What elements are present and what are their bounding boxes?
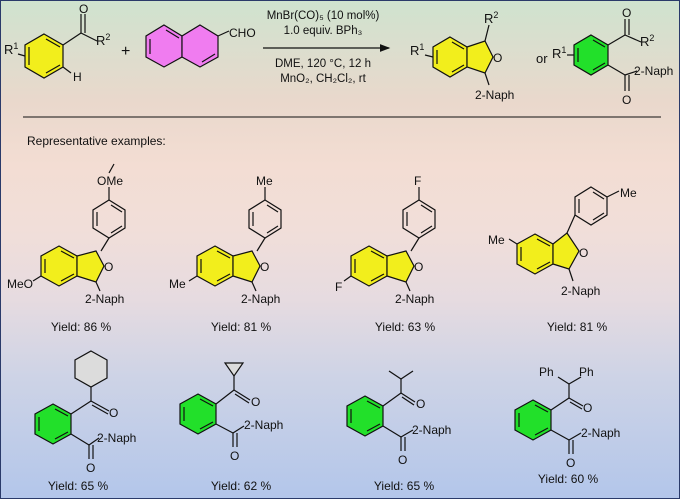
naph-label: 2-Naph [97,431,136,445]
phenyl-left: Ph [539,365,554,379]
benzene-ring [34,403,72,445]
section-title: Representative examples: [27,134,166,148]
phenyl-right: Ph [579,365,594,379]
carbonyl-o-top: O [251,395,260,409]
furan-ring [76,250,105,283]
product1-o: O [493,51,502,65]
cyclopropyl-ring [223,362,245,378]
benzene-ring [346,395,384,437]
product1-r1: R1 [410,42,424,58]
substituent-f: F [414,174,421,188]
benzo-ring [516,233,554,275]
reactant1-r1: R1 [4,41,18,57]
yield-label: Yield: 63 % [375,320,436,334]
reactant-aryl-ketone: O H R1 R2 [4,2,110,84]
condition-catalyst: MnBr(CO)₅ (10 mol%) [267,10,380,22]
example-2-1: O O 2-Naph Yield: 65 % [34,350,136,493]
yield-label: Yield: 65 % [48,479,109,493]
product2-o-bottom: O [622,93,631,107]
product2-o-top: O [622,6,631,20]
naph-label: 2-Naph [561,284,600,298]
yield-label: Yield: 65 % [374,479,435,493]
ring-substituent: F [335,280,342,294]
carbonyl-o-bottom: O [230,449,239,463]
m-tolyl-ring [574,186,608,226]
furan-o: O [260,260,269,274]
benzo-ring [350,245,388,287]
condition-oxidation: MnO₂, CH₂Cl₂, rt [280,73,366,85]
substituent-me: Me [256,174,273,188]
benzene-ring [24,33,64,79]
example-1-4: Me Me O 2-Naph Yield: 81 % [488,186,637,334]
carbonyl-o-top: O [416,397,425,411]
carbonyl-o-bottom: O [566,456,575,470]
product2-naph: 2-Naph [634,64,673,78]
carbonyl-o-top: O [583,401,592,415]
tolyl-ring [248,199,282,239]
naph-label: 2-Naph [85,292,124,306]
furan-o: O [104,260,113,274]
fluorophenyl-ring [402,199,436,239]
plus-sign: + [121,43,130,60]
product2-r2: R2 [640,33,654,49]
yield-label: Yield: 86 % [51,320,112,334]
yield-label: Yield: 62 % [211,479,272,493]
aldehyde-cho: CHO [229,26,256,40]
benzene-ring [514,399,552,441]
reactant1-o: O [79,2,88,16]
reaction-conditions: MnBr(CO)₅ (10 mol%) 1.0 equiv. BPh₃ DME,… [263,10,391,85]
benzo-ring [196,245,234,287]
furan-ring [386,250,415,283]
product-isobenzofuran: R1 R2 O 2-Naph [410,10,514,102]
product1-r2: R2 [484,10,498,26]
substituent-ome: OMe [97,174,123,188]
ring-substituent: Me [169,277,186,291]
example-2-2: O O 2-Naph Yield: 62 % [179,362,283,493]
naphthalene-ring-right [181,24,219,68]
reactant-naphthaldehyde: CHO [145,24,256,68]
substituent-me: Me [620,186,637,200]
carbonyl-o-bottom: O [86,461,95,475]
example-1-2: Me Me O 2-Naph Yield: 81 % [169,174,282,334]
ring-substituent: Me [488,233,505,247]
carbonyl-o-top: O [109,406,118,420]
ring-substituent: MeO [7,277,33,291]
or-text: or [536,51,548,66]
reactant1-h: H [73,70,82,84]
furan-o: O [579,246,588,260]
furan-ring [466,40,494,74]
naphthalene-ring-left [145,24,183,68]
benzo-ring [40,245,78,287]
condition-solvent-temp: DME, 120 °C, 12 h [275,58,371,70]
cyclohexyl-ring [74,350,108,388]
example-1-1: OMe MeO O 2-Naph Yield: 86 % [7,163,126,334]
naph-label: 2-Naph [581,426,620,440]
carbonyl-o-bottom: O [398,453,407,467]
naph-label: 2-Naph [241,292,280,306]
furan-ring [552,232,580,270]
benzene-ring [573,34,609,76]
product-diketone: O O R1 R2 2-Naph [552,6,673,107]
yield-label: Yield: 81 % [547,320,608,334]
anisyl-ring [92,199,126,239]
naph-label: 2-Naph [395,292,434,306]
naph-label: 2-Naph [412,423,451,437]
example-2-4: Ph Ph O O 2-Naph Yield: 60 % [514,365,620,486]
example-1-3: F F O 2-Naph Yield: 63 % [335,174,436,334]
benzene-ring [179,393,217,435]
condition-additive: 1.0 equiv. BPh₃ [284,25,363,37]
yield-label: Yield: 81 % [211,320,272,334]
furan-o: O [414,260,423,274]
benzo-ring [432,36,468,78]
naph-label: 2-Naph [244,418,283,432]
example-2-3: O O 2-Naph Yield: 65 % [346,370,451,493]
furan-ring [232,250,261,283]
product2-r1: R1 [552,45,566,61]
reactant1-r2: R2 [96,32,110,48]
product1-naph: 2-Naph [475,88,514,102]
yield-label: Yield: 60 % [538,472,599,486]
